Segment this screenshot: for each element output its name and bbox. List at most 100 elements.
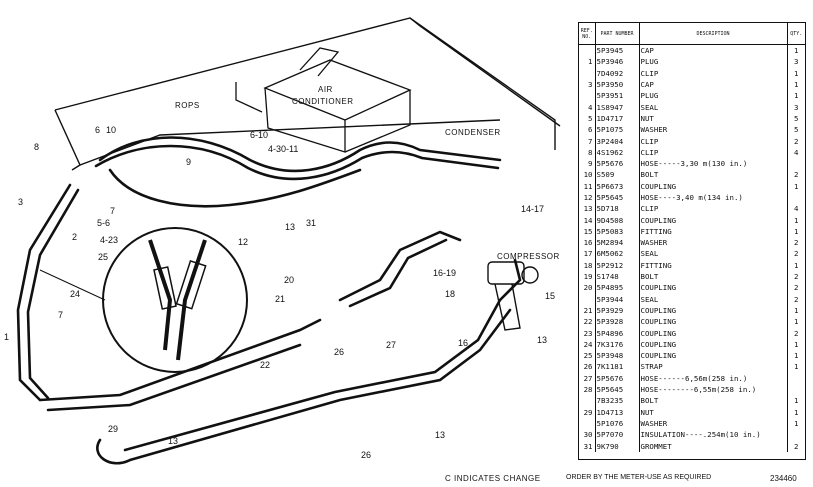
cell-desc: COUPLING <box>639 327 788 339</box>
cell-part: 5D718 <box>595 203 640 215</box>
cell-part: 9K790 <box>595 440 640 452</box>
cell-qty: 1 <box>794 46 799 56</box>
illustration-number: 234460 <box>770 474 797 483</box>
cell-desc: CLIP <box>639 203 788 215</box>
change-note: C INDICATES CHANGE <box>445 474 541 483</box>
cell-part: 5P3951 <box>595 90 640 102</box>
parts-header-row: REF. NO. PART NUMBER DESCRIPTION QTY. <box>579 23 805 45</box>
cell-ref <box>579 67 596 79</box>
cell-desc: BOLT <box>639 395 788 407</box>
callout: 29 <box>108 424 118 434</box>
cell-qty: 1 <box>794 351 799 361</box>
cell-desc: HOSE-----3,30 m(130 in.) <box>639 157 788 170</box>
cell-qty <box>787 384 805 395</box>
cell-desc: CLIP <box>639 146 788 158</box>
compressor <box>487 261 539 331</box>
cell-desc: PLUG <box>639 90 788 102</box>
cell-part: 5P5676 <box>595 372 640 384</box>
cell-part: 5P3929 <box>595 304 640 317</box>
detail-magnifier <box>39 227 248 373</box>
cell-ref: 21 <box>579 304 596 317</box>
cell-part: 5P5645 <box>595 191 640 204</box>
cell-ref: 16 <box>579 237 596 249</box>
cell-part: S509 <box>595 169 640 181</box>
cell-ref: 1 <box>579 56 596 68</box>
callout: 27 <box>386 340 396 350</box>
cell-desc: COUPLING <box>639 350 788 362</box>
cell-part: 5P1076 <box>595 417 640 430</box>
cell-qty <box>787 192 805 203</box>
callout: 22 <box>260 360 270 370</box>
cell-desc: HOSE--------6,55m(258 in.) <box>639 383 788 396</box>
cell-part: 5P5083 <box>595 225 640 238</box>
callout: 14-17 <box>521 204 544 214</box>
cell-part: 5P1075 <box>595 124 640 136</box>
cell-ref <box>579 44 596 57</box>
callout: 21 <box>275 294 285 304</box>
callout: 10 <box>106 125 116 135</box>
cell-ref: 22 <box>579 316 596 328</box>
cell-qty: 4 <box>794 204 799 214</box>
cell-ref: 15 <box>579 225 596 238</box>
cell-ref: 28 <box>579 383 596 396</box>
air-label: AIR <box>318 85 333 94</box>
cell-part: 5P5645 <box>595 383 640 396</box>
cell-part: 5P4896 <box>595 327 640 339</box>
header-description: DESCRIPTION <box>639 23 788 45</box>
cell-part: 3P2404 <box>595 135 640 147</box>
callout: 1 <box>4 332 9 342</box>
cell-ref: 26 <box>579 361 596 373</box>
cell-desc: SEAL <box>639 248 788 260</box>
cell-part: 7D4092 <box>595 67 640 79</box>
cell-ref: 9 <box>579 157 596 170</box>
cell-desc: WASHER <box>639 124 788 136</box>
cell-desc: WASHER <box>639 417 788 430</box>
cell-ref: 30 <box>579 429 596 441</box>
cell-qty <box>787 373 805 384</box>
cell-qty: 5 <box>794 113 799 123</box>
compressor-label: COMPRESSOR <box>497 252 560 261</box>
callout: 13 <box>168 436 178 446</box>
cell-desc: HOSE------6,56m(258 in.) <box>639 372 788 384</box>
cell-desc: COUPLING <box>639 282 788 294</box>
cell-qty: 2 <box>794 136 799 146</box>
cell-desc: COUPLING <box>639 304 788 317</box>
cell-qty: 4 <box>794 147 799 157</box>
callout: 16-19 <box>433 268 456 278</box>
rops-canopy <box>54 17 561 171</box>
cell-qty: 1 <box>794 181 799 191</box>
callout: 7 <box>58 310 63 320</box>
cell-ref <box>579 395 596 407</box>
cell-part: 5P3948 <box>595 350 640 362</box>
cell-qty: 1 <box>794 260 799 270</box>
cell-qty: 2 <box>794 441 799 451</box>
cell-part: 7B3235 <box>595 395 640 407</box>
cell-ref: 13 <box>579 203 596 215</box>
cell-desc: HOSE----3,40 m(134 in.) <box>639 191 788 204</box>
callout: 31 <box>306 218 316 228</box>
cell-desc: WASHER <box>639 237 788 249</box>
cell-ref: 25 <box>579 350 596 362</box>
cell-desc: INSULATION----.254m(10 in.) <box>639 429 788 441</box>
cell-desc: CAP <box>639 78 788 91</box>
cell-ref: 6 <box>579 124 596 136</box>
